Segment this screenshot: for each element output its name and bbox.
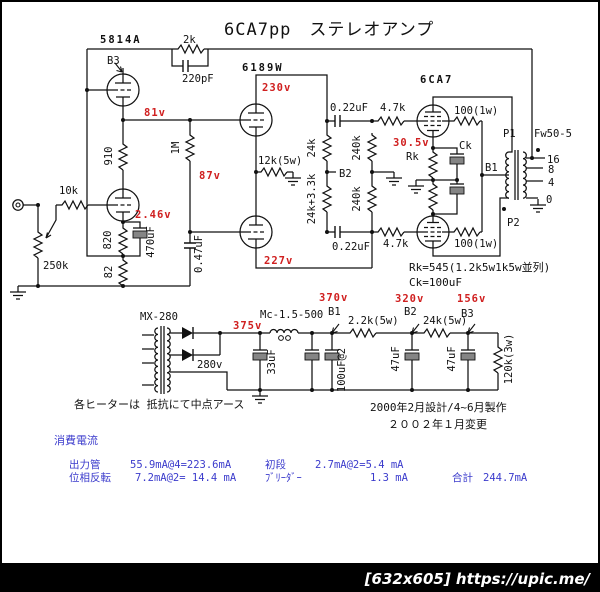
label-p2: P2 [507, 217, 520, 229]
label-4.7k-upper: 4.7k [380, 102, 406, 114]
consumption-row3-label: 初段 [265, 458, 286, 471]
tube-6ca7-lower [416, 215, 450, 249]
label-47uf-b: 47uF [446, 346, 458, 371]
label-ck: Ck [459, 140, 472, 152]
note-date1: 2000年2月設計/4~6月製作 [370, 400, 507, 414]
label-rk: Rk [406, 151, 419, 163]
label-tap-8: 8 [548, 164, 554, 176]
note-heater: 各ヒーターは 抵抗にて中点アース [74, 397, 244, 411]
label-b1-opt: B1 [485, 162, 498, 174]
tube-label-5814a: 5814A [100, 34, 142, 46]
label-0.47uf: 0.47uF [193, 235, 205, 273]
note-ck: Ck=100uF [409, 276, 462, 289]
tube-label-6ca7: 6CA7 [420, 74, 453, 86]
tube-6189w-lower [239, 215, 273, 249]
voltage-2.46v: 2.46v [135, 209, 172, 221]
label-tap-16: 16 [547, 154, 560, 166]
label-240k-lower: 240k [351, 186, 363, 212]
label-100uf2: 100uF@2 [336, 348, 348, 392]
label-0.22uf-lower: 0.22uF [332, 241, 370, 253]
consumption-row2-label: 位相反転 [69, 471, 111, 484]
label-tap-0: 0 [546, 194, 552, 206]
label-12k5w: 12k(5w) [258, 155, 302, 167]
label-tap-4: 4 [548, 177, 554, 189]
label-47uf-a: 47uF [390, 346, 402, 371]
wiring [9, 44, 547, 404]
label-10k: 10k [59, 185, 79, 197]
label-pt-model: MX-280 [140, 311, 178, 323]
label-24k: 24k [306, 138, 318, 158]
consumption-row1-label: 出力管 [69, 458, 101, 471]
note-rk: Rk=545(1.2k5w1k5w並列) [409, 260, 550, 274]
consumption-row3-value: 2.7mA@2=5.4 mA [315, 459, 404, 471]
consumption-row2-value: 7.2mA@2= 14.4 mA [135, 472, 237, 484]
label-opt-model: Fw50-5 [534, 128, 572, 140]
label-910: 910 [103, 147, 115, 166]
net-flag-b2-psu: B2 [404, 306, 417, 318]
label-240k-upper: 240k [351, 135, 363, 161]
label-24k5w: 24k(5w) [423, 315, 467, 327]
label-250k: 250k [43, 260, 69, 272]
label-2.2k5w: 2.2k(5w) [348, 315, 399, 327]
label-100-1w-lower: 100(1w) [454, 238, 498, 250]
net-flag-b2-divider: B2 [339, 168, 352, 180]
consumption-row4-value: 1.3 mA [370, 472, 409, 484]
label-82: 82 [103, 266, 115, 279]
voltage-156v: 156v [457, 293, 486, 305]
consumption-heading: 消費電流 [54, 433, 98, 447]
junction-dots [36, 88, 534, 392]
voltage-375v: 375v [233, 320, 262, 332]
tube-6189w-upper [239, 103, 273, 137]
label-24k-3.3k: 24k+3.3k [306, 173, 318, 224]
voltage-370v: 370v [319, 292, 348, 304]
tube-label-6189w: 6189W [242, 62, 284, 74]
label-4.7k-lower: 4.7k [383, 238, 409, 250]
schematic-frame: 6CA7pp ステレオアンプ 5814A 6189W 6CA7 B3 2k 22… [0, 0, 600, 565]
label-33uf: 33uF [266, 349, 278, 374]
label-choke: Mc-1.5-500 [260, 309, 323, 321]
net-flag-b1-psu: B1 [328, 306, 341, 318]
voltage-30.5v: 30.5v [393, 137, 430, 149]
voltage-230v: 230v [262, 82, 291, 94]
image-host-banner: [632x605] https://upic.me/ [0, 565, 600, 592]
label-p1: P1 [503, 128, 516, 140]
tube-5814a-upper [106, 73, 140, 107]
schematic-title: 6CA7pp ステレオアンプ [224, 20, 434, 40]
label-100-1w-upper: 100(1w) [454, 105, 498, 117]
net-flag-b3-psu: B3 [461, 308, 474, 320]
consumption-row1-value: 55.9mA@4=223.6mA [130, 459, 232, 471]
consumption-table: 消費電流 出力管 55.9mA@4=223.6mA 位相反転 7.2mA@2= … [54, 433, 528, 484]
voltage-320v: 320v [395, 293, 424, 305]
consumption-total-label: 合計 [452, 471, 473, 484]
consumption-row4-label: ﾌﾞﾘｰﾀﾞｰ [265, 472, 302, 484]
label-1m: 1M [170, 142, 182, 155]
voltage-227v: 227v [264, 255, 293, 267]
note-date2: ２００２年１月変更 [388, 417, 487, 431]
consumption-total-value: 244.7mA [483, 472, 528, 484]
label-0.22uf-upper: 0.22uF [330, 102, 368, 114]
label-470uf: 470uF [145, 226, 157, 258]
label-2k: 2k [183, 34, 196, 46]
schematic-canvas: 6CA7pp ステレオアンプ 5814A 6189W 6CA7 B3 2k 22… [9, 20, 572, 484]
label-220pf: 220pF [182, 73, 214, 85]
image-host-text: [632x605] https://upic.me/ [364, 569, 590, 588]
label-120k3w: 120k(3w) [503, 334, 515, 385]
voltage-81v: 81v [144, 107, 166, 119]
tube-6ca7-upper [416, 104, 450, 138]
label-280v: 280v [197, 359, 222, 371]
label-820: 820 [102, 231, 114, 250]
net-flag-b3-top: B3 [107, 55, 120, 67]
voltage-87v: 87v [199, 170, 221, 182]
